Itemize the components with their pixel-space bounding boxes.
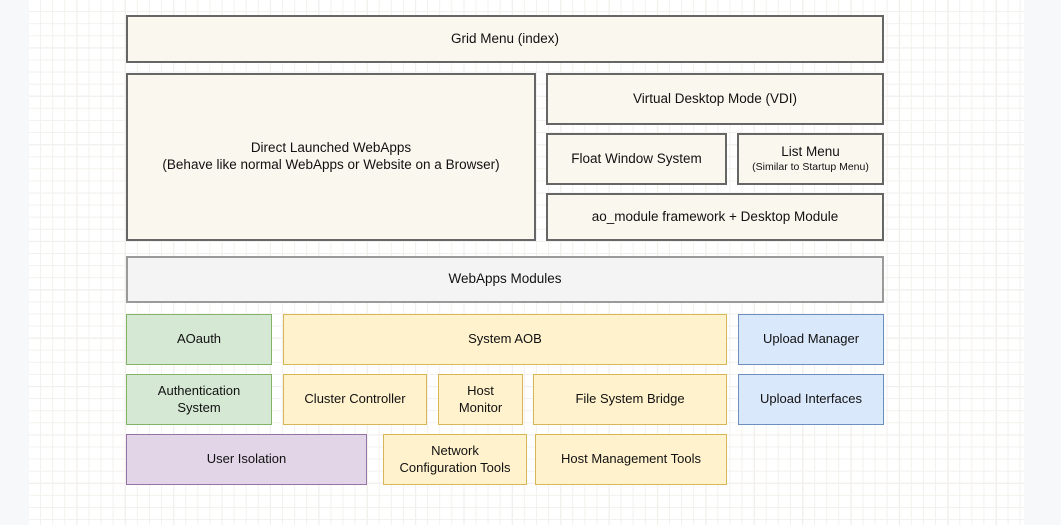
node-cluster-controller[interactable]: Cluster Controller — [283, 374, 427, 425]
node-host-management-tools-label: Host Management Tools — [561, 451, 701, 467]
node-list-menu-label: List Menu — [781, 144, 840, 161]
node-authentication-system-label-line1: Authentication — [158, 383, 240, 399]
node-authentication-system-label-line2: System — [177, 400, 220, 416]
node-upload-interfaces-label: Upload Interfaces — [760, 391, 862, 407]
node-direct-launched-webapps-title: Direct Launched WebApps — [251, 140, 411, 157]
node-file-system-bridge[interactable]: File System Bridge — [533, 374, 727, 425]
node-authentication-system[interactable]: Authentication System — [126, 374, 272, 425]
node-system-aob[interactable]: System AOB — [283, 314, 727, 365]
node-webapps-modules-label: WebApps Modules — [448, 271, 561, 288]
node-float-window-system[interactable]: Float Window System — [546, 133, 727, 185]
node-virtual-desktop-mode[interactable]: Virtual Desktop Mode (VDI) — [546, 73, 884, 125]
node-upload-interfaces[interactable]: Upload Interfaces — [738, 374, 884, 425]
node-aoauth-label: AOauth — [177, 331, 221, 347]
node-webapps-modules[interactable]: WebApps Modules — [126, 256, 884, 303]
node-aoauth[interactable]: AOauth — [126, 314, 272, 365]
node-file-system-bridge-label: File System Bridge — [575, 391, 684, 407]
node-ao-module-framework[interactable]: ao_module framework + Desktop Module — [546, 193, 884, 241]
node-list-menu-sublabel: (Similar to Startup Menu) — [752, 161, 869, 174]
node-direct-launched-webapps[interactable]: Direct Launched WebApps (Behave like nor… — [126, 73, 536, 241]
node-upload-manager[interactable]: Upload Manager — [738, 314, 884, 365]
node-grid-menu-label: Grid Menu (index) — [451, 31, 559, 48]
node-user-isolation[interactable]: User Isolation — [126, 434, 367, 485]
node-upload-manager-label: Upload Manager — [763, 331, 859, 347]
node-host-monitor-label-line1: Host — [467, 383, 494, 399]
node-network-configuration-tools-label-line1: Network — [431, 443, 479, 459]
node-host-monitor[interactable]: Host Monitor — [438, 374, 523, 425]
node-float-window-system-label: Float Window System — [571, 151, 702, 168]
node-system-aob-label: System AOB — [468, 331, 542, 347]
node-grid-menu[interactable]: Grid Menu (index) — [126, 15, 884, 63]
node-user-isolation-label: User Isolation — [207, 451, 286, 467]
node-cluster-controller-label: Cluster Controller — [304, 391, 405, 407]
node-virtual-desktop-mode-label: Virtual Desktop Mode (VDI) — [633, 91, 797, 108]
node-ao-module-framework-label: ao_module framework + Desktop Module — [592, 209, 839, 226]
node-host-management-tools[interactable]: Host Management Tools — [535, 434, 727, 485]
node-list-menu[interactable]: List Menu (Similar to Startup Menu) — [737, 133, 884, 185]
node-direct-launched-webapps-subtitle: (Behave like normal WebApps or Website o… — [162, 157, 499, 174]
node-network-configuration-tools[interactable]: Network Configuration Tools — [383, 434, 527, 485]
node-network-configuration-tools-label-line2: Configuration Tools — [399, 460, 510, 476]
node-host-monitor-label-line2: Monitor — [459, 400, 502, 416]
